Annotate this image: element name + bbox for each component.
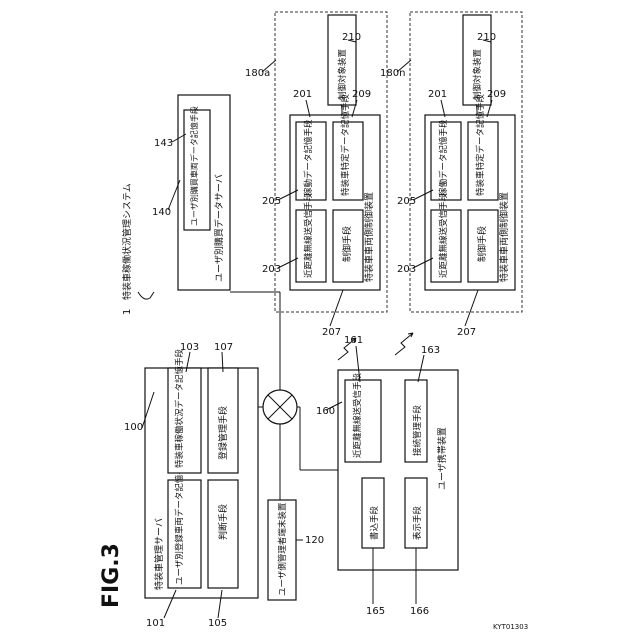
- module-101-label: ユーザ別登録車両データ記憶手段: [174, 457, 185, 585]
- control-target-label: 制御対象装置: [472, 48, 483, 100]
- module-166-label: 表示手段: [412, 505, 423, 540]
- operation-data-label: 稼動データ記憶手段: [303, 119, 314, 196]
- module-165-number: 165: [366, 606, 385, 617]
- module-107-number: 107: [214, 342, 233, 353]
- module-103-label: 特装車稼働状況データ記憶手段: [174, 348, 185, 468]
- module-103-number: 103: [180, 342, 199, 353]
- vehicle-group-label: 180n: [380, 68, 405, 79]
- control-label: 制御手段: [476, 226, 488, 262]
- label-201: 201: [428, 89, 447, 100]
- operation-data-label: 稼働データ記憶手段: [438, 119, 449, 196]
- system-title: 特装車稼働状況管理システム: [121, 183, 133, 300]
- mobile-160: ユーザ携帯装置 160 近距離無線送受信手段 161 接続管理手段 163 書込…: [316, 335, 458, 617]
- near-radio-label: 近距離無線送受信手段: [438, 192, 449, 278]
- server-100: 特装車管理サーバ 100 ユーザ別登録車両データ記憶手段 101 特装車稼働状況…: [124, 342, 258, 629]
- module-161: [345, 380, 381, 462]
- terminal-120-number: 120: [305, 535, 324, 546]
- vehicle-controller-title: 特装車車両側制御装置: [498, 192, 510, 282]
- system-arrow: [138, 292, 154, 299]
- terminal-120-label: ユーザ側管理者端末装置: [277, 502, 288, 596]
- server-140: ユーザ別購買データサーバ 140 ユーザ別購買車両データ記憶手段 143: [152, 95, 230, 290]
- vehicle-controller-title: 特装車車両側制御装置: [363, 192, 375, 282]
- server-100-title: 特装車管理サーバ: [153, 518, 165, 590]
- server-140-title: ユーザ別購買データサーバ: [213, 174, 225, 282]
- module-166-number: 166: [410, 606, 429, 617]
- near-radio-label: 近距離無線送受信手段: [303, 192, 314, 278]
- terminal-120: ユーザ側管理者端末装置 120: [268, 500, 324, 600]
- module-105-label: 判断手段: [217, 504, 229, 540]
- label-209: 209: [487, 89, 506, 100]
- vehicle-spec-label: 特装車特定データ記憶手段: [340, 93, 351, 196]
- module-101-number: 101: [146, 618, 165, 629]
- network-hub: [263, 390, 297, 424]
- vehicle-groups: 180a制御対象装置210特装車車両側制御装置201209稼動データ記憶手段20…: [245, 12, 522, 338]
- mobile-160-number: 160: [316, 406, 335, 417]
- control-target-label: 制御対象装置: [337, 48, 348, 100]
- label-207: 207: [457, 327, 476, 338]
- vehicle-group-180n: 180n制御対象装置210特装車車両側制御装置201209稼働データ記憶手段20…: [380, 12, 522, 338]
- label-207: 207: [322, 327, 341, 338]
- module-105-number: 105: [208, 618, 227, 629]
- figure-label: FIG.3: [99, 543, 124, 608]
- module-161-label: 近距離無線送受信手段: [352, 372, 363, 458]
- module-107-label: 登録管理手段: [217, 406, 229, 460]
- label-201: 201: [293, 89, 312, 100]
- label-203: 203: [262, 264, 281, 275]
- module-163-label: 接続管理手段: [412, 404, 423, 456]
- vehicle-spec-label: 特装車特定データ記憶手段: [475, 93, 486, 196]
- vehicle-group-180a: 180a制御対象装置210特装車車両側制御装置201209稼動データ記憶手段20…: [245, 12, 387, 338]
- figure-code: KYT01303: [493, 623, 528, 631]
- label-205: 205: [262, 196, 281, 207]
- server-100-number: 100: [124, 422, 143, 433]
- system-number: 1: [122, 309, 133, 315]
- control-label: 制御手段: [341, 226, 353, 262]
- label-203: 203: [397, 264, 416, 275]
- module-143-number: 143: [154, 138, 173, 149]
- label-209: 209: [352, 89, 371, 100]
- module-143-label: ユーザ別購買車両データ記憶手段: [189, 106, 199, 226]
- module-163-number: 163: [421, 345, 440, 356]
- mobile-160-title: ユーザ携帯装置: [436, 427, 448, 490]
- vehicle-group-label: 180a: [245, 68, 270, 79]
- module-165-label: 書込手段: [369, 505, 380, 540]
- label-205: 205: [397, 196, 416, 207]
